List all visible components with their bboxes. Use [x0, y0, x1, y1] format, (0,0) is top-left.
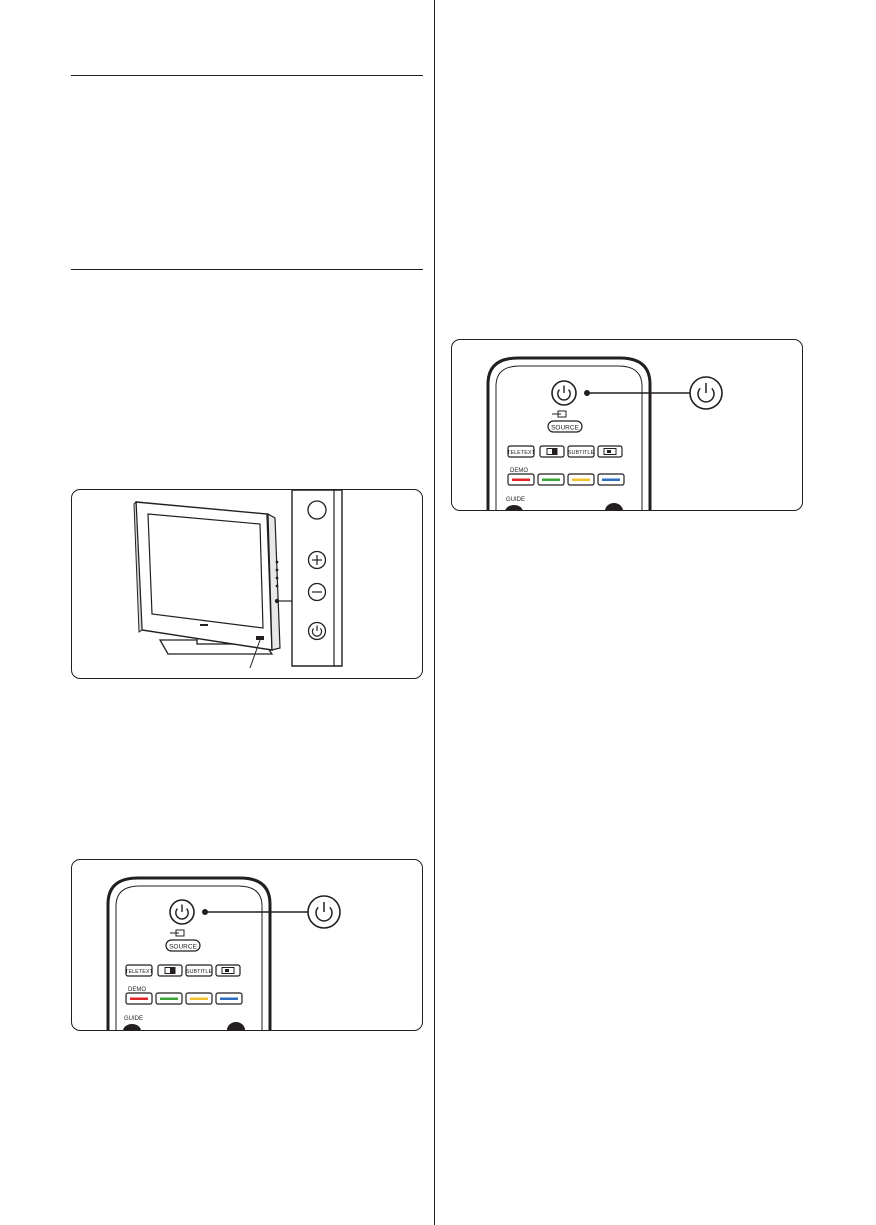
subtitle-button-label: SUBTITLE	[186, 969, 213, 975]
teletext-button-label: TELETEXT	[125, 969, 153, 975]
blue-key	[220, 997, 238, 1000]
subtitle-button-label: SUBTITLE	[568, 450, 595, 456]
source-button-label: SOURCE	[551, 425, 579, 432]
remote-power-button-icon	[551, 380, 577, 406]
remote-drawing-right: SOURCE TELETEXT SUBTITLE DEMO GUIDE	[486, 356, 723, 510]
power-symbol-callout-icon	[689, 376, 723, 410]
tv-illustration	[71, 489, 423, 679]
guide-label: GUIDE	[506, 497, 525, 503]
demo-label: DEMO	[510, 468, 528, 474]
guide-label: GUIDE	[124, 1016, 143, 1022]
minus-icon	[307, 582, 327, 602]
red-key	[512, 478, 530, 481]
plus-icon	[307, 550, 327, 570]
green-key	[542, 478, 560, 481]
source-button-label: SOURCE	[169, 944, 197, 951]
green-key	[160, 997, 178, 1000]
section-rule-middle	[71, 269, 423, 270]
source-input-icon	[170, 929, 185, 937]
demo-label: DEMO	[128, 987, 146, 993]
column-separator	[434, 0, 435, 1225]
source-input-icon	[552, 410, 567, 418]
remote-power-button-icon	[169, 899, 195, 925]
yellow-key	[572, 478, 590, 481]
power-icon	[307, 621, 327, 641]
red-key	[130, 997, 148, 1000]
yellow-key	[190, 997, 208, 1000]
blue-key	[602, 478, 620, 481]
tv-drawing	[133, 490, 343, 669]
remote-drawing-left: SOURCE TELETEXT SUBTITLE DEMO GUIDE	[106, 876, 341, 1030]
section-rule-top	[71, 75, 423, 76]
power-symbol-callout-icon	[307, 895, 341, 929]
remote-illustration-right: SOURCE TELETEXT SUBTITLE DEMO GUIDE	[451, 339, 803, 511]
teletext-button-label: TELETEXT	[507, 450, 535, 456]
remote-illustration-left: SOURCE TELETEXT SUBTITLE DEMO GUIDE	[71, 859, 423, 1031]
